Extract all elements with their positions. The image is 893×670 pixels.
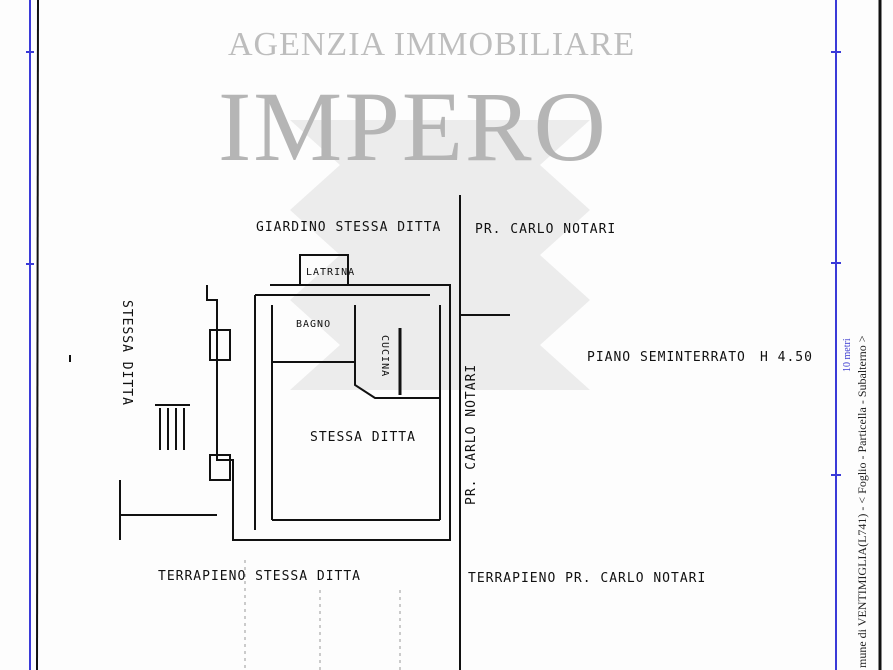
label-owner-top: PR. CARLO NOTARI [475, 222, 616, 237]
label-kitchen: CUCINA [379, 335, 390, 377]
label-bottom-left: TERRAPIENO STESSA DITTA [158, 569, 361, 584]
plan-walls [69, 195, 510, 670]
cadastral-reference: mune di VENTIMIGLIA(L741) - < Foglio - P… [855, 335, 869, 668]
watermark-logo [290, 120, 590, 390]
plan-dashed-lines [244, 560, 401, 670]
label-latrine: LATRINA [306, 267, 355, 278]
scale-label: 10 metri [842, 338, 853, 372]
watermark-name: IMPERO [218, 71, 608, 182]
label-height: H 4.50 [760, 350, 813, 365]
right-frame [831, 0, 882, 670]
label-left-side: STESSA DITTA [119, 300, 134, 406]
label-main-room: STESSA DITTA [310, 430, 416, 445]
label-right-side: PR. CARLO NOTARI [464, 364, 479, 505]
label-garden: GIARDINO STESSA DITTA [256, 220, 441, 235]
left-frame [26, 0, 39, 670]
label-bathroom: BAGNO [296, 319, 331, 330]
watermark-agency: AGENZIA IMMOBILIARE [228, 26, 635, 63]
label-floor-title: PIANO SEMINTERRATO [587, 350, 746, 365]
label-bottom-right: TERRAPIENO PR. CARLO NOTARI [468, 571, 706, 586]
